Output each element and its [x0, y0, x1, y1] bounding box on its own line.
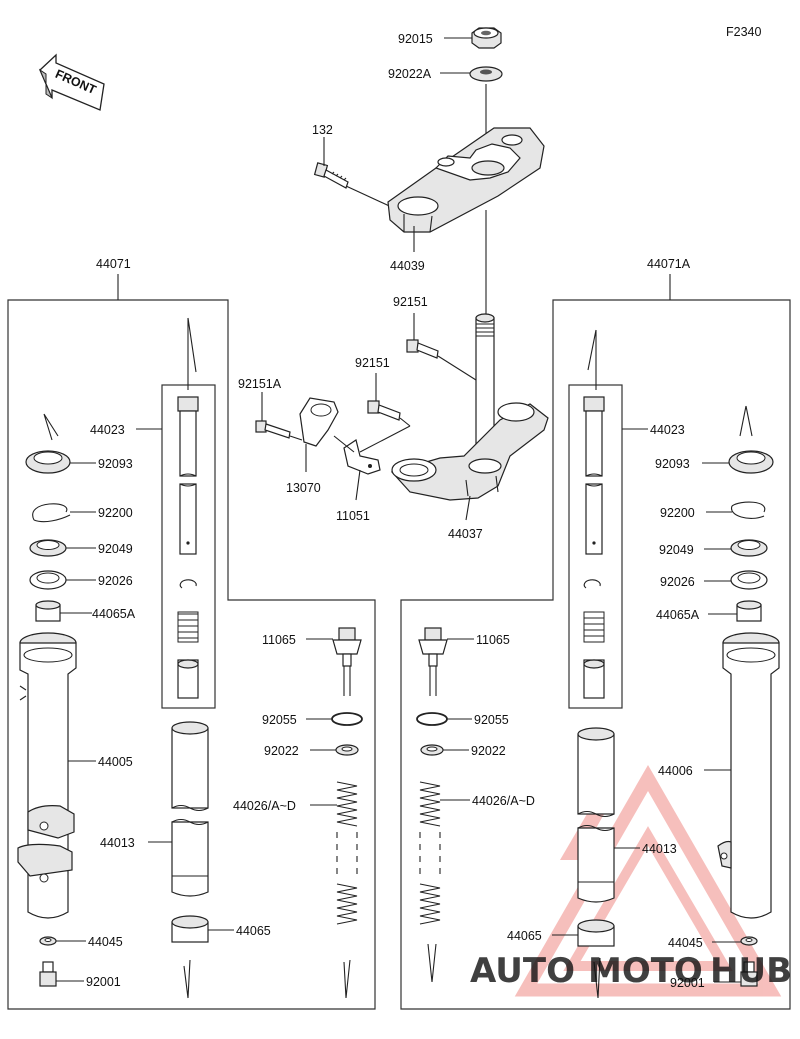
left-circlip-92200	[32, 503, 71, 523]
label-left-92055: 92055	[262, 713, 297, 727]
label-left-44013: 44013	[100, 836, 135, 850]
label-92015: 92015	[398, 32, 433, 46]
left-bushing-44065A	[35, 600, 61, 622]
label-92151A: 92151A	[238, 377, 282, 391]
right-outer-tube-44006	[717, 632, 780, 919]
figure-code: F2340	[726, 25, 761, 39]
front-arrow-icon: FRONT	[38, 53, 105, 111]
label-left-44065: 44065	[236, 924, 271, 938]
label-right-92049: 92049	[659, 543, 694, 557]
watermark-part1: AUTO	[470, 951, 575, 991]
label-right-44065A: 44065A	[656, 608, 700, 622]
right-inner-tube-44023	[583, 329, 605, 699]
right-circlip-92200	[731, 501, 766, 519]
label-left-44026: 44026/A~D	[233, 799, 296, 813]
left-cylinder-44013	[171, 721, 209, 897]
label-92151-b: 92151	[355, 356, 390, 370]
right-spring-44026	[419, 781, 441, 925]
left-oil-seal-92049	[29, 539, 67, 557]
left-washer-44045	[39, 936, 57, 946]
right-seal-92093	[728, 405, 774, 474]
label-right-92001: 92001	[670, 976, 705, 990]
left-inner-tube-44023	[177, 317, 199, 699]
watermark-part3: HUB	[710, 951, 792, 991]
bracket-11051	[343, 439, 381, 475]
label-right-92093: 92093	[655, 457, 690, 471]
left-washer-92026	[29, 570, 67, 590]
bolt-92151A	[255, 420, 291, 439]
label-right-44065: 44065	[507, 929, 542, 943]
left-cap-11065	[332, 627, 362, 696]
label-left-92049: 92049	[98, 542, 133, 556]
label-left-44045: 44045	[88, 935, 123, 949]
left-washer-92022	[335, 744, 359, 756]
label-left-44065A: 44065A	[92, 607, 136, 621]
label-44037: 44037	[448, 527, 483, 541]
watermark-part2: MOTO	[588, 951, 703, 991]
left-seal-92093	[25, 413, 71, 474]
right-washer-92026	[730, 570, 768, 590]
label-right-11065: 11065	[476, 633, 510, 647]
left-bolt-92001	[39, 961, 57, 987]
label-left-44005: 44005	[98, 755, 133, 769]
label-132: 132	[312, 123, 333, 137]
label-right-92026: 92026	[660, 575, 695, 589]
left-oring-92055	[331, 712, 363, 726]
label-right-92055: 92055	[474, 713, 509, 727]
label-right-44006: 44006	[658, 764, 693, 778]
right-washer-44045	[740, 936, 758, 946]
right-oil-seal-92049	[730, 539, 768, 557]
right-bushing-44065	[577, 919, 615, 947]
right-oring-92055	[416, 712, 448, 726]
label-left-92022: 92022	[264, 744, 299, 758]
label-11051: 11051	[336, 509, 370, 523]
label-44071A: 44071A	[647, 257, 691, 271]
right-bolt-92001	[740, 961, 758, 987]
label-right-92200: 92200	[660, 506, 695, 520]
watermark-text: AUTO MOTO HUB	[470, 951, 792, 991]
right-washer-92022	[420, 744, 444, 756]
label-44039: 44039	[390, 259, 425, 273]
left-fork-frame	[7, 299, 376, 1010]
bolt-92151-upper	[406, 339, 439, 359]
label-left-92026: 92026	[98, 574, 133, 588]
label-right-44026: 44026/A~D	[472, 794, 535, 808]
label-right-44013: 44013	[642, 842, 677, 856]
left-spring-44026	[336, 781, 358, 925]
left-bushing-44065	[171, 915, 209, 943]
bolt-92151-lower	[367, 400, 401, 421]
nut-92015	[471, 27, 502, 49]
label-right-44023: 44023	[650, 423, 685, 437]
right-cap-11065	[418, 627, 448, 696]
label-13070: 13070	[286, 481, 321, 495]
label-right-44045: 44045	[668, 936, 703, 950]
upper-bracket-44039	[387, 127, 545, 233]
label-left-92093: 92093	[98, 457, 133, 471]
label-left-11065: 11065	[262, 633, 296, 647]
label-left-92200: 92200	[98, 506, 133, 520]
bolt-132	[313, 162, 349, 189]
label-left-92001: 92001	[86, 975, 121, 989]
right-fork-frame	[400, 299, 791, 1010]
label-left-44023: 44023	[90, 423, 125, 437]
label-44071: 44071	[96, 257, 131, 271]
clamp-13070	[299, 397, 339, 447]
label-92022A: 92022A	[388, 67, 432, 81]
left-outer-tube-44005	[17, 632, 77, 919]
steering-stem-44037	[390, 313, 549, 501]
washer-92022A	[469, 66, 503, 82]
label-right-92022: 92022	[471, 744, 506, 758]
label-92151-a: 92151	[393, 295, 428, 309]
right-cylinder-44013	[577, 727, 615, 903]
right-bushing-44065A	[736, 600, 762, 622]
